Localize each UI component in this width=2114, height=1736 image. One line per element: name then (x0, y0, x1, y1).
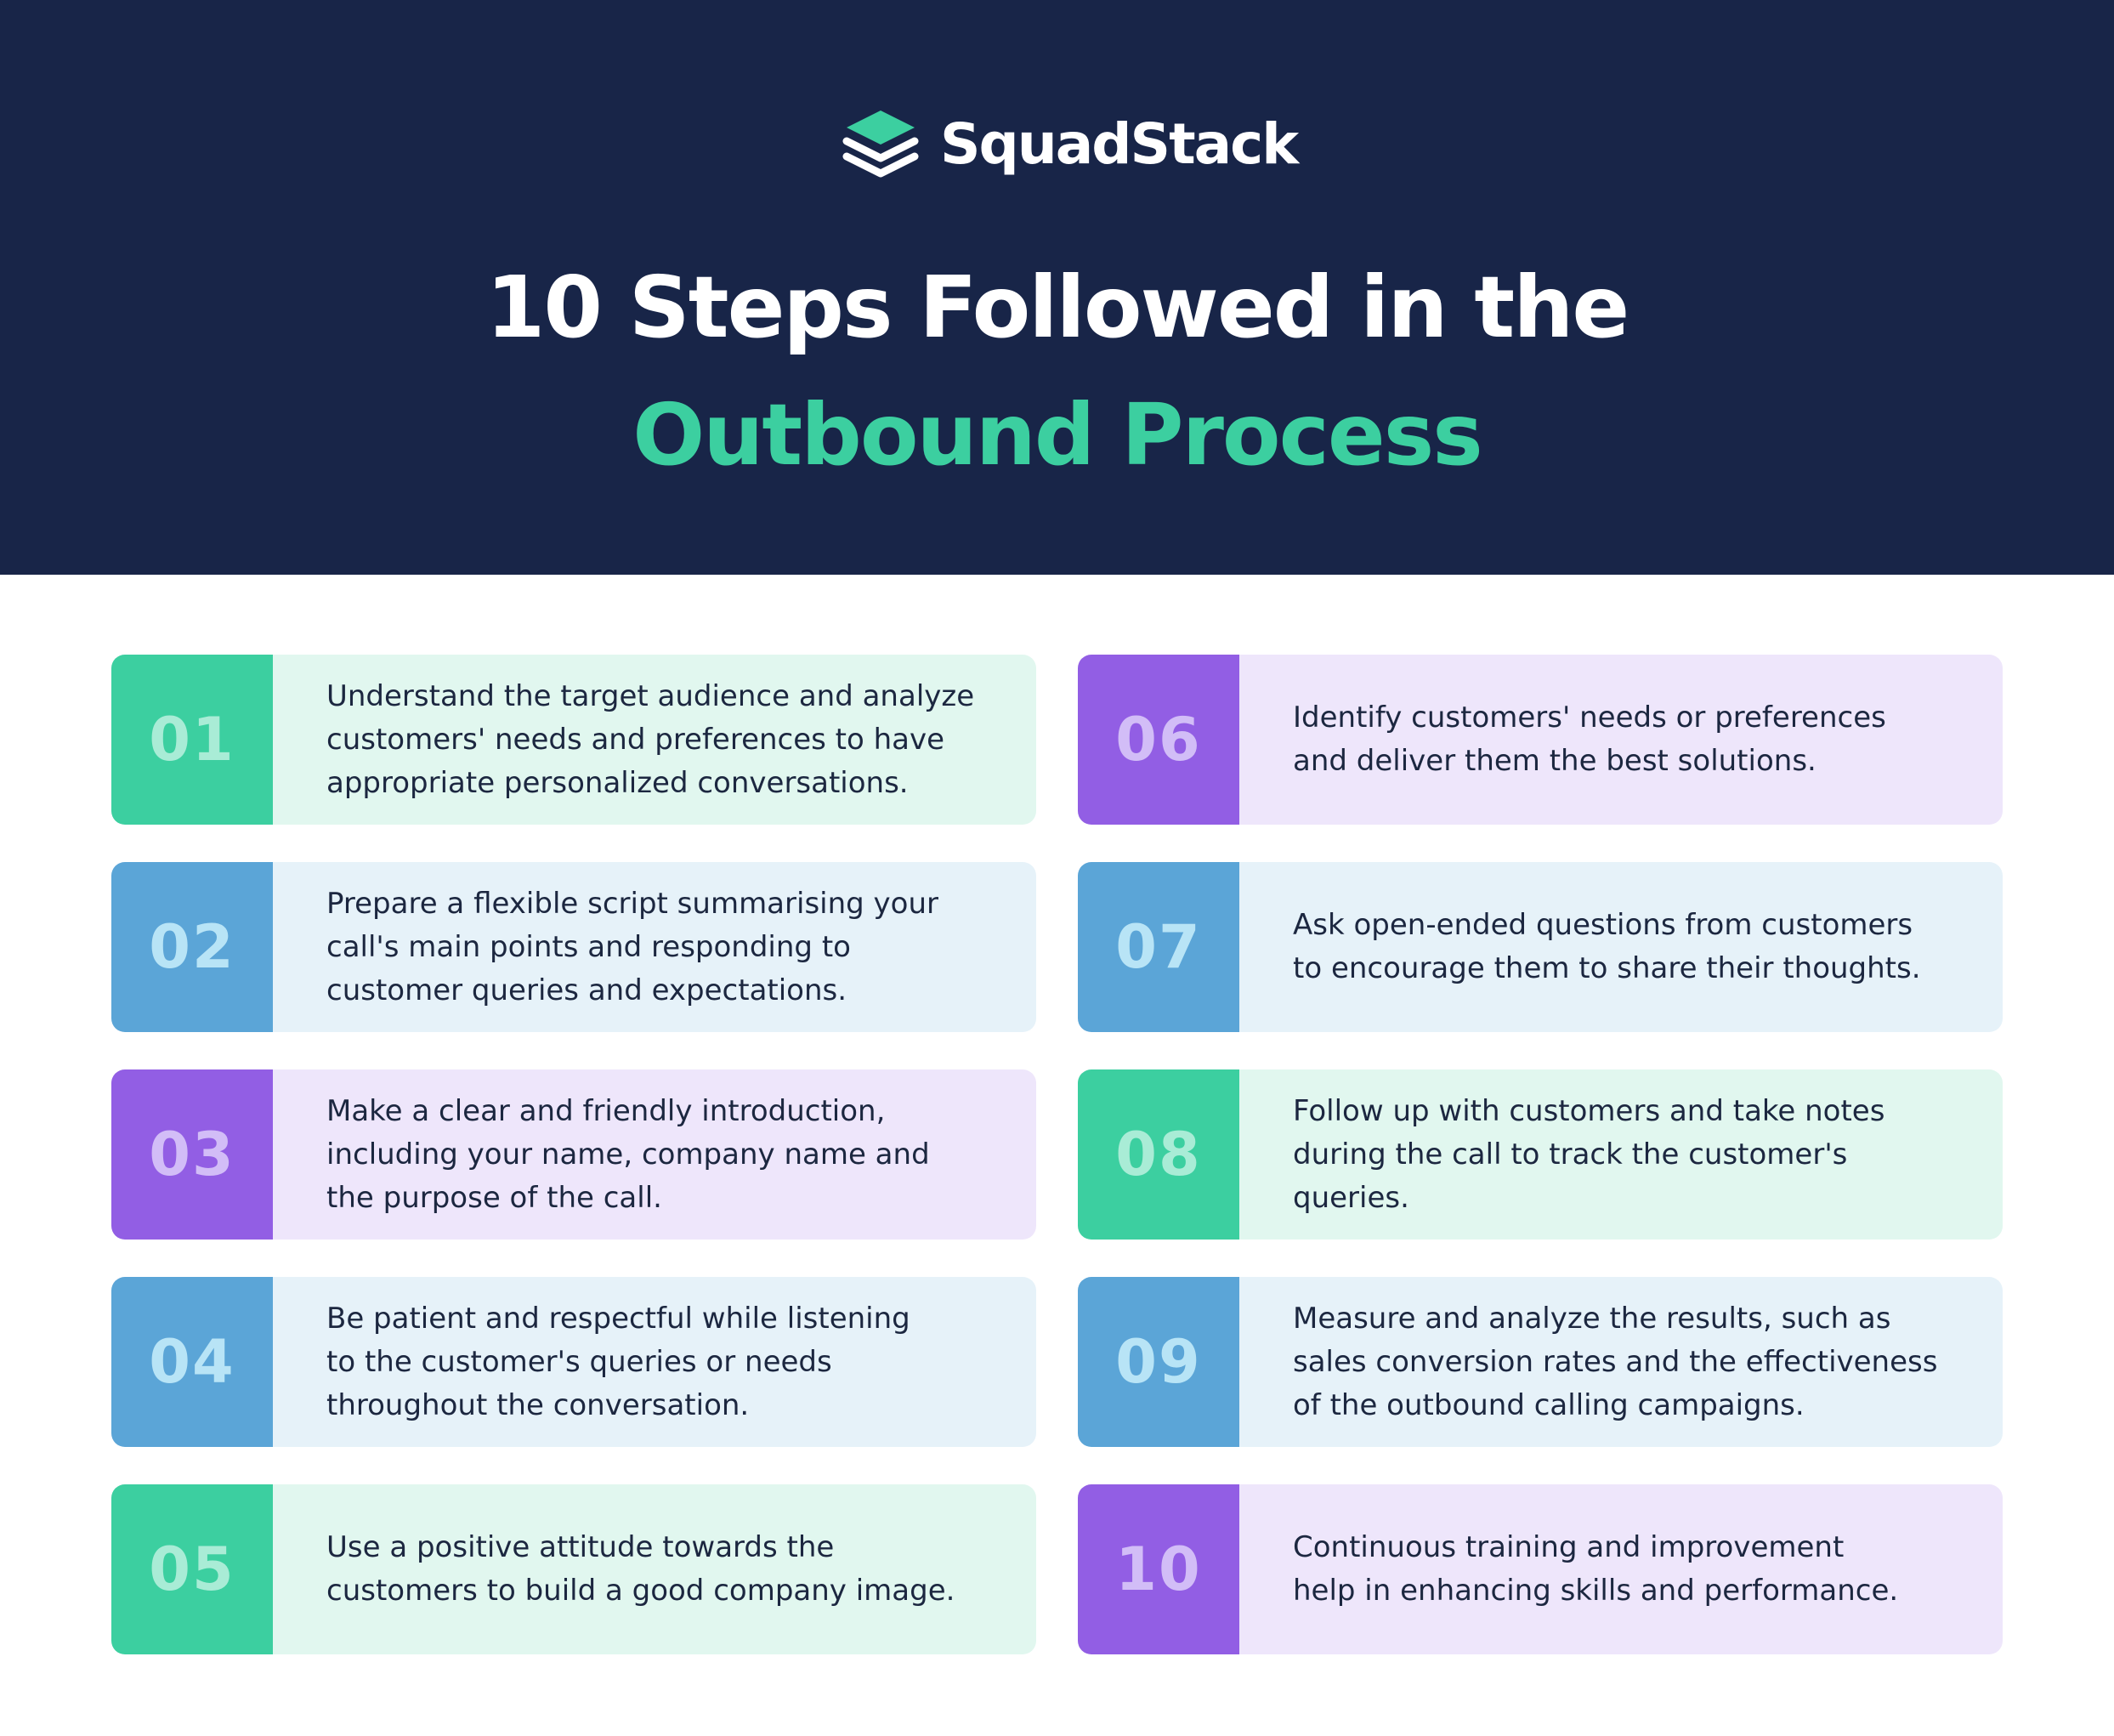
step-card-05: 05 Use a positive attitude towards the c… (111, 1484, 1036, 1654)
step-text: Prepare a flexible script summarising yo… (326, 886, 938, 1007)
step-card-09: 09 Measure and analyze the results, such… (1078, 1277, 2003, 1447)
step-text: Ask open-ended questions from customers … (1293, 908, 1921, 985)
step-number: 03 (111, 1069, 273, 1240)
step-text: Follow up with customers and take notes … (1293, 1093, 1885, 1215)
brand-logo: SquadStack (842, 107, 1299, 182)
step-number: 10 (1078, 1484, 1239, 1654)
step-text: Identify customers' needs or preferences… (1293, 701, 1886, 778)
step-card-10: 10 Continuous training and improvement h… (1078, 1484, 2003, 1654)
step-text: Use a positive attitude towards the cust… (326, 1530, 955, 1608)
step-text: Measure and analyze the results, such as… (1293, 1301, 1938, 1422)
step-card-08: 08 Follow up with customers and take not… (1078, 1069, 2003, 1240)
step-number: 06 (1078, 655, 1239, 825)
step-number: 07 (1078, 862, 1239, 1032)
step-card-06: 06 Identify customers' needs or preferen… (1078, 655, 2003, 825)
step-text: Be patient and respectful while listenin… (326, 1301, 910, 1422)
step-number: 01 (111, 655, 273, 825)
header-banner: SquadStack 10 Steps Followed in the Outb… (0, 0, 2114, 575)
step-card-03: 03 Make a clear and friendly introductio… (111, 1069, 1036, 1240)
step-number: 02 (111, 862, 273, 1032)
page-title-line-1: 10 Steps Followed in the (485, 258, 1629, 357)
step-card-02: 02 Prepare a flexible script summarising… (111, 862, 1036, 1032)
step-number: 09 (1078, 1277, 1239, 1447)
page-title-line-2: Outbound Process (632, 385, 1483, 485)
step-text: Understand the target audience and analy… (326, 678, 975, 800)
step-text: Continuous training and improvement help… (1293, 1530, 1899, 1608)
stacked-layers-logo-icon (842, 111, 919, 178)
step-number: 05 (111, 1484, 273, 1654)
step-card-07: 07 Ask open-ended questions from custome… (1078, 862, 2003, 1032)
brand-name: SquadStack (940, 111, 1299, 177)
step-card-04: 04 Be patient and respectful while liste… (111, 1277, 1036, 1447)
step-number: 04 (111, 1277, 273, 1447)
step-number: 08 (1078, 1069, 1239, 1240)
step-text: Make a clear and friendly introduction, … (326, 1093, 930, 1215)
step-card-01: 01 Understand the target audience and an… (111, 655, 1036, 825)
